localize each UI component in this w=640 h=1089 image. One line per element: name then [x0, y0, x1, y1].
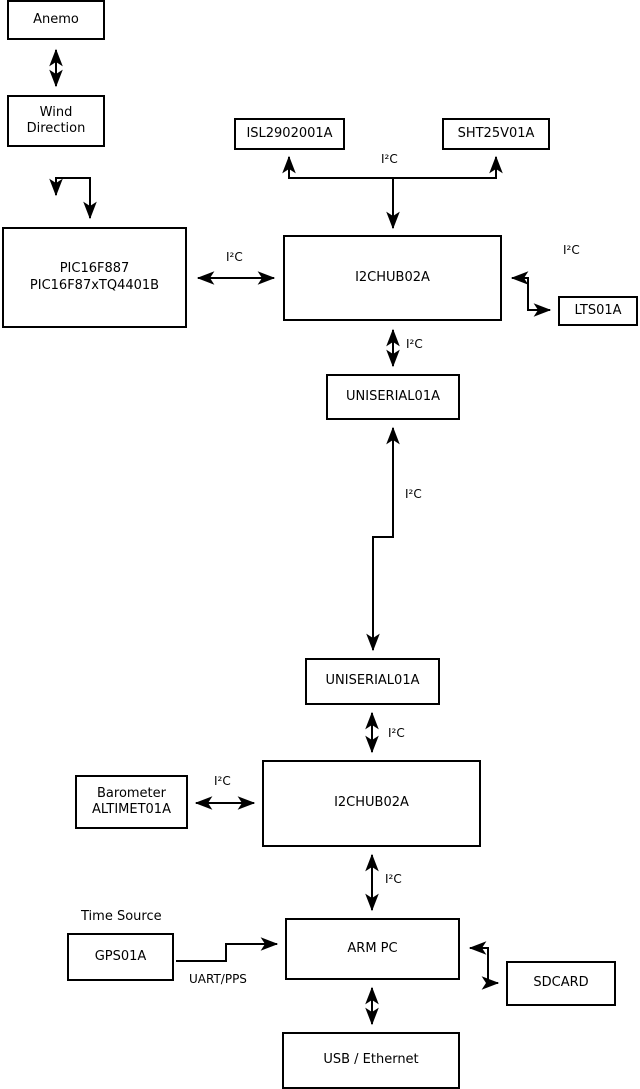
edge-label-i2c-sensors-top: I²C [381, 152, 398, 166]
node-sdcard[interactable]: SDCARD [506, 961, 616, 1006]
connector-armpc-sdcard [468, 941, 500, 990]
node-wind-direction-label: Wind Direction [26, 104, 86, 136]
node-sht25v01a[interactable]: SHT25V01A [442, 118, 550, 150]
node-isl2902001a[interactable]: ISL2902001A [234, 118, 345, 150]
node-uniserial01a-bottom[interactable]: UNISERIAL01A [305, 658, 440, 705]
edge-label-i2c-hub-lts: I²C [563, 243, 580, 257]
node-barometer[interactable]: Barometer ALTIMET01A [75, 775, 188, 829]
node-gps01a-label: GPS01A [94, 948, 147, 964]
node-anemo-label: Anemo [33, 11, 79, 27]
edge-label-uart-pps: UART/PPS [189, 972, 247, 986]
node-uniserial01a-top-label: UNISERIAL01A [346, 388, 440, 404]
connector-hubtop-sht [393, 155, 503, 179]
label-time-source: Time Source [81, 909, 162, 924]
node-pic-mcu-label: PIC16F887 PIC16F87xTQ4401B [29, 261, 160, 293]
node-uniserial01a-top[interactable]: UNISERIAL01A [326, 374, 460, 420]
node-barometer-label: Barometer ALTIMET01A [92, 785, 171, 817]
node-i2chub02a-top[interactable]: I2CHUB02A [283, 235, 502, 321]
connector-uniserial-link [366, 426, 400, 652]
node-i2chub02a-top-label: I2CHUB02A [355, 269, 430, 285]
node-usb-ethernet-label: USB / Ethernet [323, 1052, 419, 1068]
node-pic-mcu[interactable]: PIC16F887 PIC16F87xTQ4401B [2, 227, 187, 328]
connector-hubtop-isl [282, 155, 400, 230]
node-lts01a-label: LTS01A [574, 302, 622, 318]
edge-label-i2c-hub-uniserial-top: I²C [406, 337, 423, 351]
connector-hubtop-lts [510, 271, 552, 317]
node-wind-direction[interactable]: Wind Direction [7, 95, 105, 147]
node-arm-pc[interactable]: ARM PC [285, 918, 460, 980]
connector-gps-armpc [176, 937, 279, 962]
connector-wind-pic [49, 177, 97, 220]
edge-label-i2c-hub-armpc: I²C [385, 872, 402, 886]
edge-label-i2c-barometer-hub: I²C [214, 774, 231, 788]
node-i2chub02a-bottom-label: I2CHUB02A [334, 795, 409, 811]
node-lts01a[interactable]: LTS01A [558, 296, 638, 326]
edge-label-i2c-uniserial-link: I²C [405, 487, 422, 501]
node-uniserial01a-bottom-label: UNISERIAL01A [325, 673, 420, 689]
node-isl2902001a-label: ISL2902001A [246, 125, 333, 141]
node-gps01a[interactable]: GPS01A [67, 933, 174, 981]
node-sdcard-label: SDCARD [533, 975, 589, 991]
node-i2chub02a-bottom[interactable]: I2CHUB02A [262, 760, 481, 847]
edge-label-i2c-uniserial-hub-bottom: I²C [388, 726, 405, 740]
edge-label-i2c-pic-hub: I²C [226, 250, 243, 264]
node-usb-ethernet[interactable]: USB / Ethernet [282, 1032, 460, 1089]
node-anemo[interactable]: Anemo [7, 0, 105, 40]
node-arm-pc-label: ARM PC [347, 940, 398, 956]
node-sht25v01a-label: SHT25V01A [457, 125, 535, 141]
